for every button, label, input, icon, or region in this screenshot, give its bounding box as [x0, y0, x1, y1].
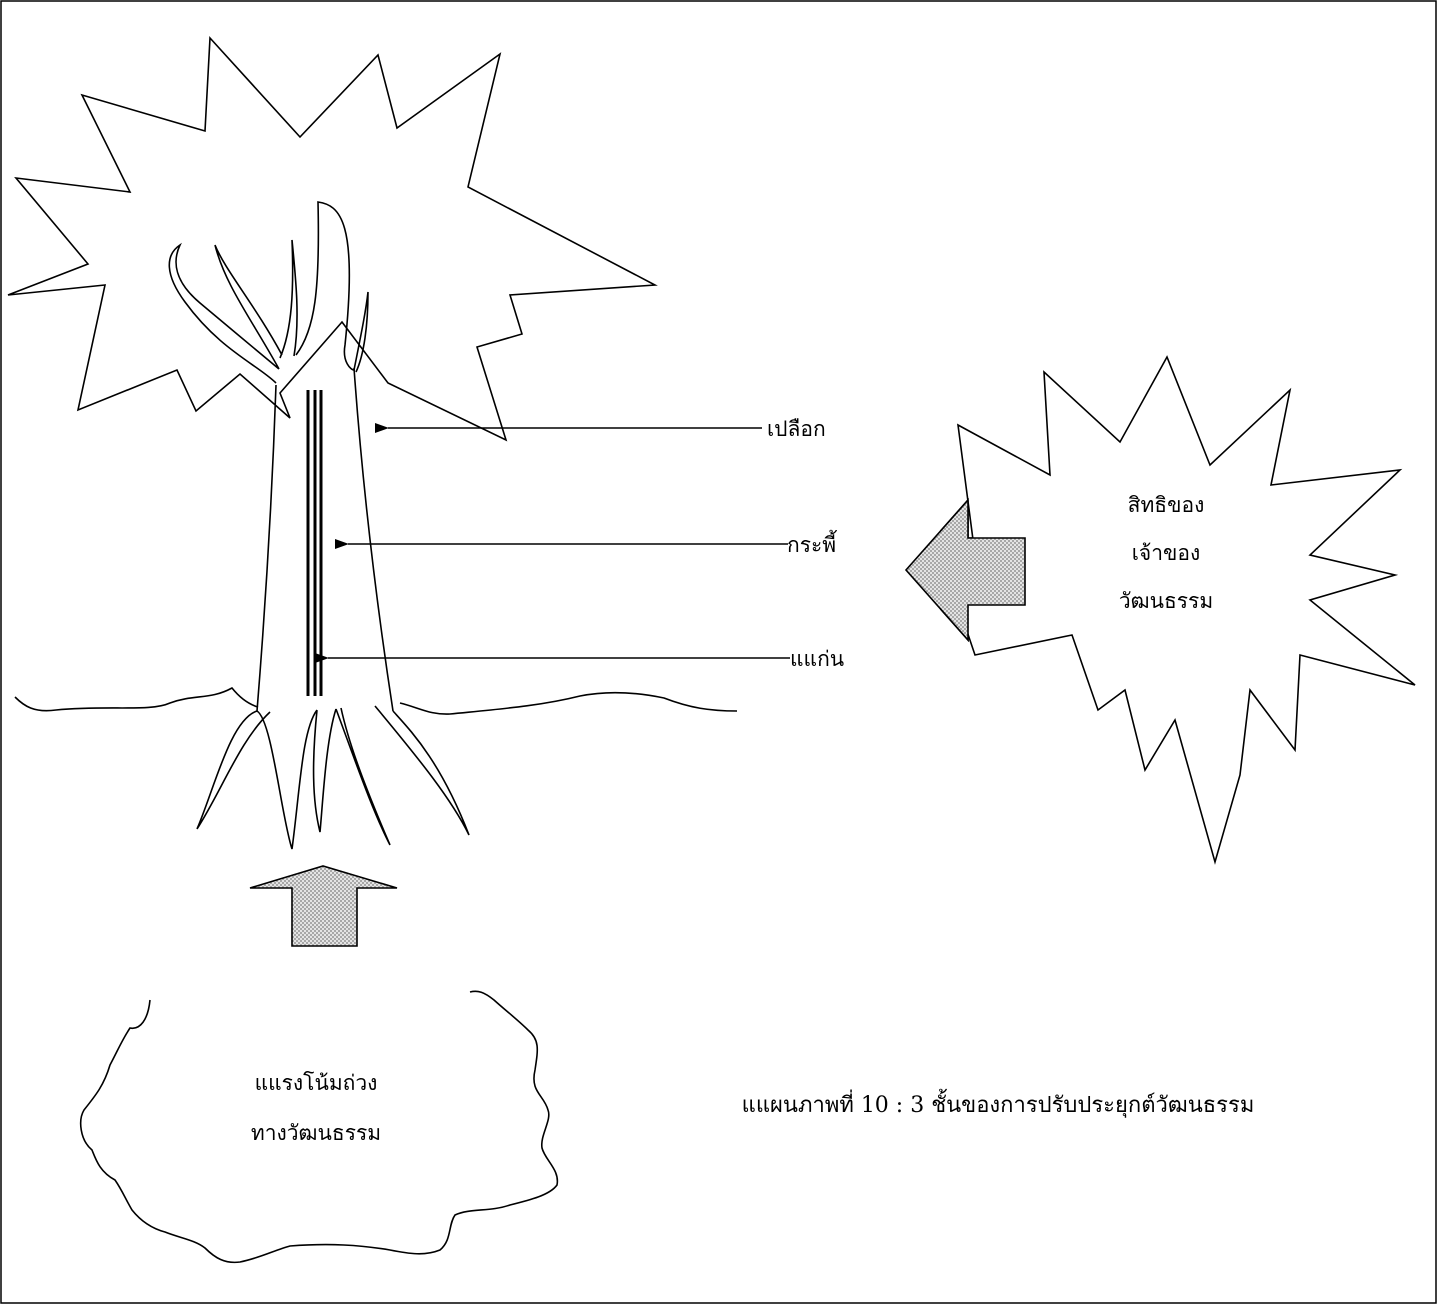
- trunk-right-side: [353, 367, 394, 712]
- cloud-text-line-2: ทางวัฒนธรรม: [251, 1121, 381, 1145]
- tree-roots: [196, 705, 470, 850]
- tree-canopy-burst: [7, 36, 658, 442]
- ground-line: [14, 686, 738, 715]
- up-block-arrow: [249, 865, 398, 947]
- burst-text-line-3: วัฒนธรรม: [1119, 589, 1213, 613]
- trunk-left-side: [256, 384, 277, 712]
- gravity-cloud: [79, 990, 559, 1264]
- burst-text-line-1: สิทธิของ: [1128, 493, 1205, 517]
- diagram-caption: แแผนภาพที่ 10 : 3 ชั้นของการปรับประยุกต์…: [742, 1089, 1255, 1118]
- sapwood-label: กระพี้: [787, 530, 837, 557]
- heartwood-label: แแก่น: [790, 647, 844, 671]
- burst-text-line-2: เจ้าของ: [1132, 541, 1201, 565]
- cloud-text-line-1: แแรงโน้มถ่วง: [255, 1071, 378, 1095]
- left-block-arrow-overlay: [940, 497, 1026, 643]
- tree-branches: [168, 201, 369, 384]
- bark-label: เปลือก: [767, 417, 826, 441]
